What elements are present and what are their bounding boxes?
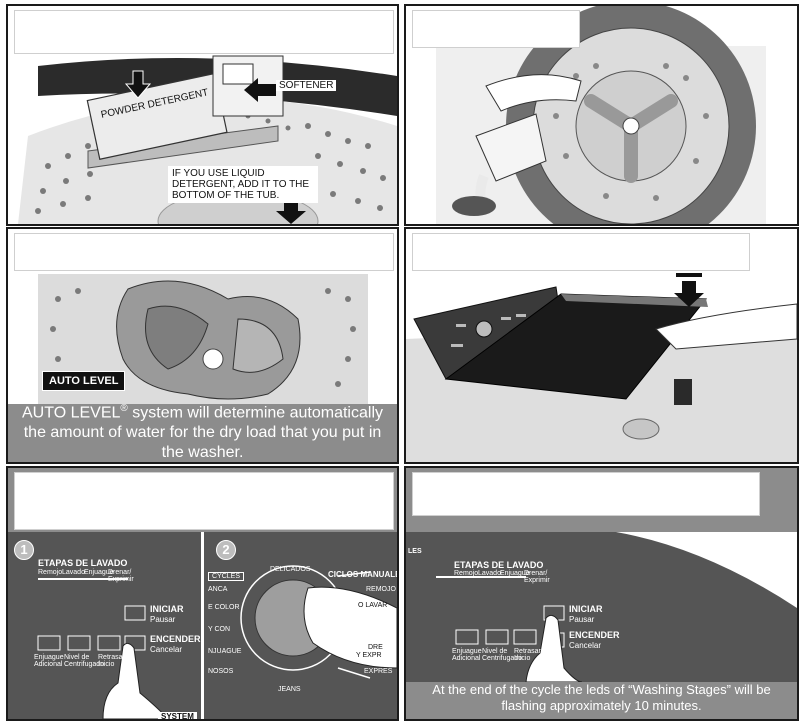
stage-drenar: Drenar/ Exprimir	[524, 570, 550, 584]
auto-level-caption: AUTO LEVEL® system will determine automa…	[22, 403, 383, 462]
dial-left-3: NJUAGUE	[208, 648, 242, 655]
retrasar-inicio-label: Retrasar Inicio	[514, 648, 541, 662]
ciclos-manuales-label: CICLOS MANUALES	[328, 570, 399, 579]
dial-left-4: NOSOS	[208, 668, 234, 675]
stage-enjuague: Enjuague	[500, 570, 530, 577]
liquid-detergent-note: IF YOU USE LIQUID DETERGENT, ADD IT TO T…	[168, 166, 318, 203]
panel-end-of-cycle: LES ETAPAS DE LAVADO Remojo Lavado Enjua…	[404, 466, 799, 721]
step-title-box	[14, 10, 394, 54]
step-title-box	[14, 472, 394, 530]
panel-add-detergent: POWDER DETERGENT SOFTENER IF YOU USE LIQ…	[6, 4, 399, 226]
system-label: SYSTEM	[158, 712, 197, 719]
retrasar-inicio-label: Retrasar Inicio	[98, 654, 125, 668]
dial-left-2: Y CON	[208, 626, 231, 633]
dial-delicados: DELICADOS	[270, 566, 311, 573]
dial-right-0: REMOJO	[366, 586, 396, 593]
lid-illustration	[406, 229, 797, 462]
dial-jeans: JEANS	[278, 686, 301, 693]
panel-close-lid	[404, 227, 799, 464]
step-number-1: 1	[14, 540, 34, 560]
step-title-box	[412, 472, 760, 516]
nivel-centrifugado-label: Nivel de Centrifugado	[64, 654, 105, 668]
dial-right-1: O LAVAR	[358, 602, 388, 609]
auto-level-badge: AUTO LEVEL	[42, 371, 126, 391]
cycles-label: CYCLES	[208, 572, 245, 581]
end-cycle-caption: At the end of the cycle the leds of “Was…	[432, 682, 771, 713]
dial-right-3: Y EXPR	[356, 652, 382, 659]
panel-select-cycle: 1 2 ETAPAS DE LAVADO Remojo Lavado Enjua…	[6, 466, 399, 721]
les-label: LES	[408, 548, 422, 555]
enjuague-adicional-label: Enjuague Adicional	[452, 648, 482, 662]
etapas-label: ETAPAS DE LAVADO	[454, 560, 544, 570]
dial-left-0: ANCA	[208, 586, 228, 593]
enjuague-adicional-label: Enjuague Adicional	[34, 654, 64, 668]
pour-illustration	[406, 6, 797, 224]
stage-enjuague: Enjuague	[84, 569, 114, 576]
stage-remojo: Remojo	[454, 570, 479, 577]
softener-label: SOFTENER	[276, 80, 337, 91]
step-title-box	[412, 10, 580, 48]
stage-lavado: Lavado	[62, 569, 85, 576]
stage-drenar: Drenar/ Exprimir	[108, 569, 134, 583]
stage-remojo: Remojo	[38, 569, 63, 576]
dial-right-4: EXPRES	[364, 668, 393, 675]
stage-lavado: Lavado	[478, 570, 501, 577]
etapas-label: ETAPAS DE LAVADO	[38, 558, 128, 568]
step-number-2: 2	[216, 540, 236, 560]
panel-pour-detergent	[404, 4, 799, 226]
step-title-box	[14, 233, 394, 271]
panel-auto-level: AUTO LEVEL AUTO LEVEL® system will deter…	[6, 227, 399, 464]
nivel-centrifugado-label: Nivel de Centrifugado	[482, 648, 523, 662]
dial-right-2: DRE	[368, 644, 383, 651]
step-title-box	[412, 233, 750, 271]
dial-left-1: E COLOR	[208, 604, 240, 611]
